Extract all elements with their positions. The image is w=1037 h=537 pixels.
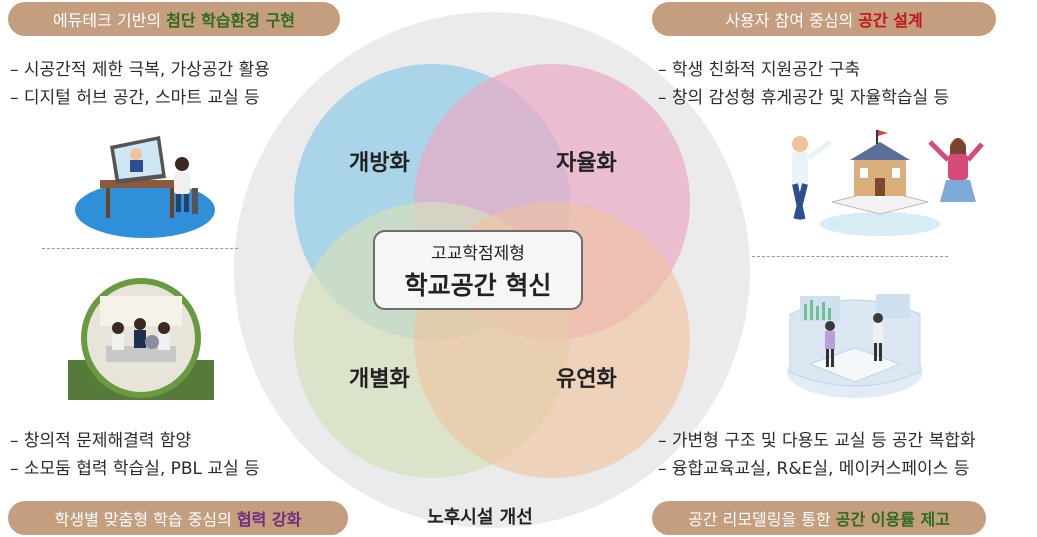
center-title: 학교공간 혁신: [404, 270, 552, 300]
pill-bottom-right-highlight: 공간 이용률 제고: [835, 510, 950, 529]
center-subtitle: 고교학점제형: [431, 243, 525, 264]
bullet-item: – 소모둠 협력 학습실, PBL 교실 등: [10, 459, 260, 479]
collaborative-classroom-photo: [68, 278, 214, 400]
pill-top-left-text: 에듀테크 기반의: [52, 11, 162, 30]
bullets-top-left: – 시공간적 제한 극복, 가상공간 활용 – 디지털 허브 공간, 스마트 교…: [10, 56, 270, 112]
pill-top-left: 에듀테크 기반의 첨단 학습환경 구현: [8, 2, 340, 36]
bullet-item: – 창의 감성형 휴게공간 및 자율학습실 등: [658, 88, 950, 108]
pill-top-right-highlight: 공간 설계: [858, 11, 923, 30]
bullet-item: – 디지털 허브 공간, 스마트 교실 등: [10, 88, 260, 108]
pill-top-left-highlight: 첨단 학습환경 구현: [166, 11, 296, 30]
bullets-bottom-right: – 가변형 구조 및 다용도 교실 등 공간 복합화 – 융합교육교실, R&E…: [658, 427, 976, 483]
bullet-item: – 학생 친화적 지원공간 구축: [658, 60, 861, 80]
virtual-reality-space-illustration: [787, 294, 923, 398]
center-box: 고교학점제형 학교공간 혁신: [373, 230, 583, 310]
outer-circle-label: 노후시설 개선: [427, 507, 533, 528]
bullets-top-right: – 학생 친화적 지원공간 구축 – 창의 감성형 휴게공간 및 자율학습실 등: [658, 56, 949, 112]
pill-top-right-text: 사용자 참여 중심의: [725, 11, 854, 30]
pill-top-right: 사용자 참여 중심의 공간 설계: [652, 2, 996, 36]
teacher-online-class-illustration: [75, 136, 215, 238]
pill-bottom-right-text: 공간 리모델링을 통한: [688, 510, 831, 529]
pill-bottom-left-highlight: 협력 강화: [236, 510, 302, 529]
venn-label-individualization: 개별화: [349, 367, 410, 392]
pill-bottom-left-text: 학생별 맞춤형 학습 중심의: [54, 510, 232, 529]
separator-left: [42, 248, 238, 249]
venn-label-autonomy: 자율화: [556, 151, 617, 176]
bullet-item: – 가변형 구조 및 다용도 교실 등 공간 복합화: [658, 431, 976, 451]
bullet-item: – 창의적 문제해결력 함양: [10, 431, 192, 451]
separator-right: [752, 256, 948, 257]
pill-bottom-left: 학생별 맞춤형 학습 중심의 협력 강화: [8, 501, 348, 535]
pill-bottom-right: 공간 리모델링을 통한 공간 이용률 제고: [652, 501, 986, 535]
venn-label-openness: 개방화: [349, 151, 410, 176]
bullet-item: – 융합교육교실, R&E실, 메이커스페이스 등: [658, 459, 970, 479]
venn-label-flexibility: 유연화: [556, 367, 617, 392]
bullet-item: – 시공간적 제한 극복, 가상공간 활용: [10, 60, 270, 80]
students-school-book-illustration: [792, 130, 984, 236]
bullets-bottom-left: – 창의적 문제해결력 함양 – 소모둠 협력 학습실, PBL 교실 등: [10, 427, 260, 483]
